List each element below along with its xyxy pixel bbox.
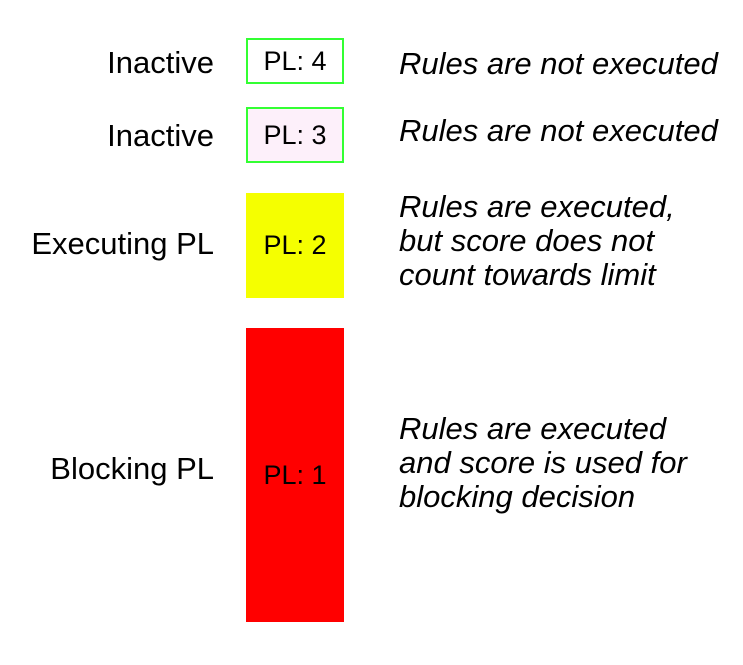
row-description-pl1: Rules are executed and score is used for…	[399, 412, 687, 514]
pl2-box-label: PL: 2	[263, 230, 327, 260]
row-description-pl1-line3: blocking decision	[399, 479, 636, 514]
pl1-box-label: PL: 1	[263, 459, 327, 490]
row-label-inactive-pl3: Inactive	[107, 118, 214, 153]
row-description-pl2: Rules are executed, but score does not c…	[399, 190, 675, 292]
pl3-box-label: PL: 3	[263, 119, 327, 150]
row-description-pl1-line2: and score is used for	[399, 445, 687, 480]
row-label-executing-pl: Executing PL	[31, 226, 214, 261]
row-description-pl4: Rules are not executed	[399, 46, 718, 81]
row-description-pl3: Rules are not executed	[399, 113, 718, 148]
row-label-blocking-pl: Blocking PL	[50, 451, 214, 486]
pl4-box-label: PL: 4	[263, 45, 327, 76]
row-description-pl2-line3: count towards limit	[399, 257, 656, 292]
row-description-pl2-line2: but score does not	[399, 223, 655, 258]
pl3-box: PL: 3	[246, 107, 344, 163]
row-label-inactive-pl4: Inactive	[107, 45, 214, 80]
pl1-box: PL: 1	[246, 328, 344, 622]
row-description-pl1-line1: Rules are executed	[399, 411, 667, 446]
pl2-box: PL: 2	[246, 193, 344, 298]
row-description-pl2-line1: Rules are executed,	[399, 189, 675, 224]
pl4-box: PL: 4	[246, 38, 344, 84]
